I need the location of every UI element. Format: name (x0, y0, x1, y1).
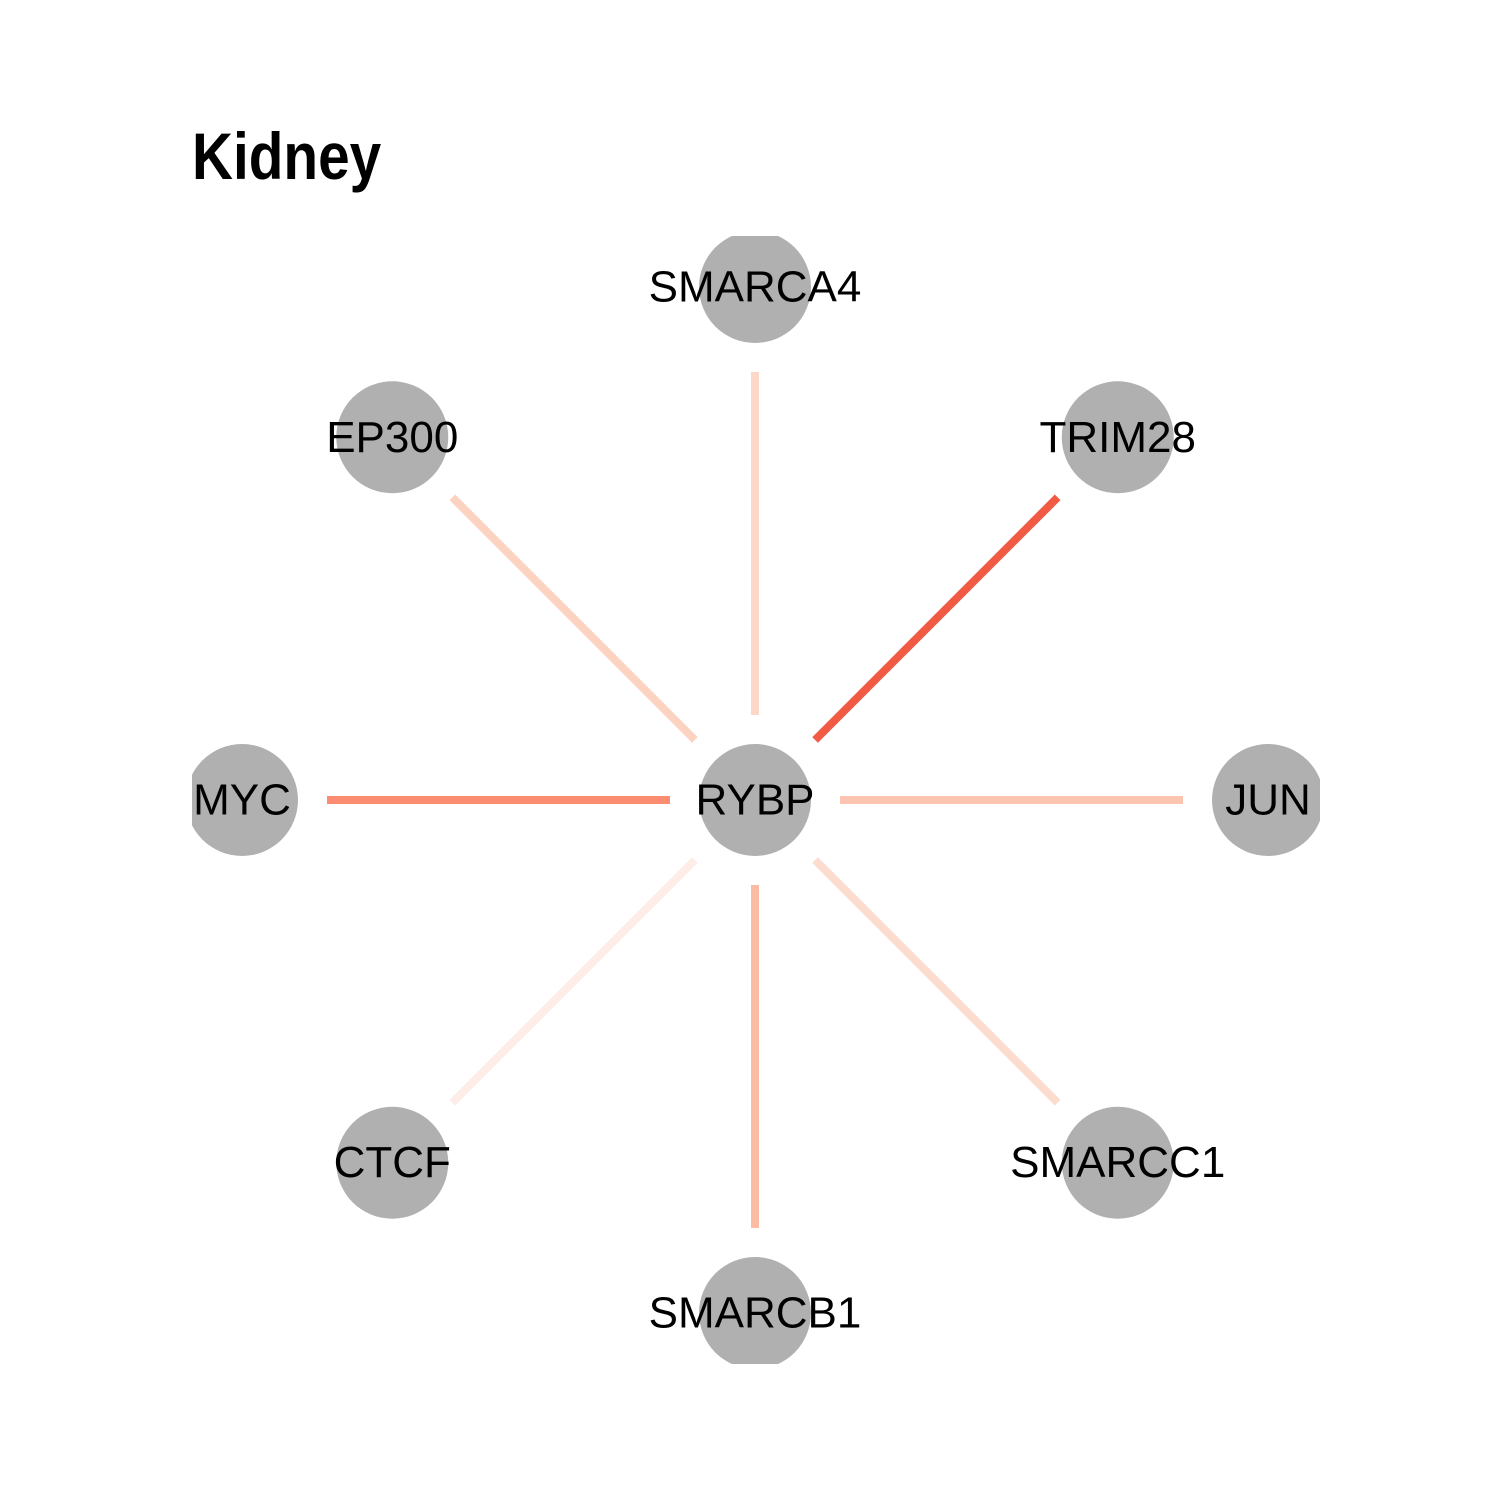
node-label-smarcc1: SMARCC1 (1010, 1138, 1225, 1187)
node-label-myc: MYC (193, 776, 291, 825)
nodes-layer (192, 236, 1320, 1364)
node-label-smarca4: SMARCA4 (649, 263, 862, 312)
edge-rybp-smarcc1 (812, 857, 1061, 1106)
node-rybp (699, 744, 811, 856)
node-smarcb1 (699, 1257, 811, 1364)
node-label-jun: JUN (1225, 776, 1311, 825)
node-label-rybp: RYBP (695, 776, 814, 825)
node-smarcc1 (1061, 1106, 1174, 1219)
node-trim28 (1061, 381, 1174, 494)
node-label-trim28: TRIM28 (1040, 413, 1196, 462)
edge-rybp-trim28 (812, 494, 1061, 743)
edges-layer (327, 372, 1183, 1228)
node-label-ep300: EP300 (326, 413, 458, 462)
node-label-ctcf: CTCF (334, 1138, 451, 1187)
figure-title: Kidney (192, 119, 382, 193)
node-ctcf (336, 1106, 449, 1219)
edge-rybp-ep300 (449, 494, 698, 743)
node-jun (1212, 744, 1320, 856)
edge-rybp-ctcf (449, 857, 698, 1106)
node-ep300 (336, 381, 449, 494)
node-label-smarcb1: SMARCB1 (649, 1289, 862, 1338)
node-smarca4 (699, 236, 811, 343)
node-myc (192, 744, 298, 856)
